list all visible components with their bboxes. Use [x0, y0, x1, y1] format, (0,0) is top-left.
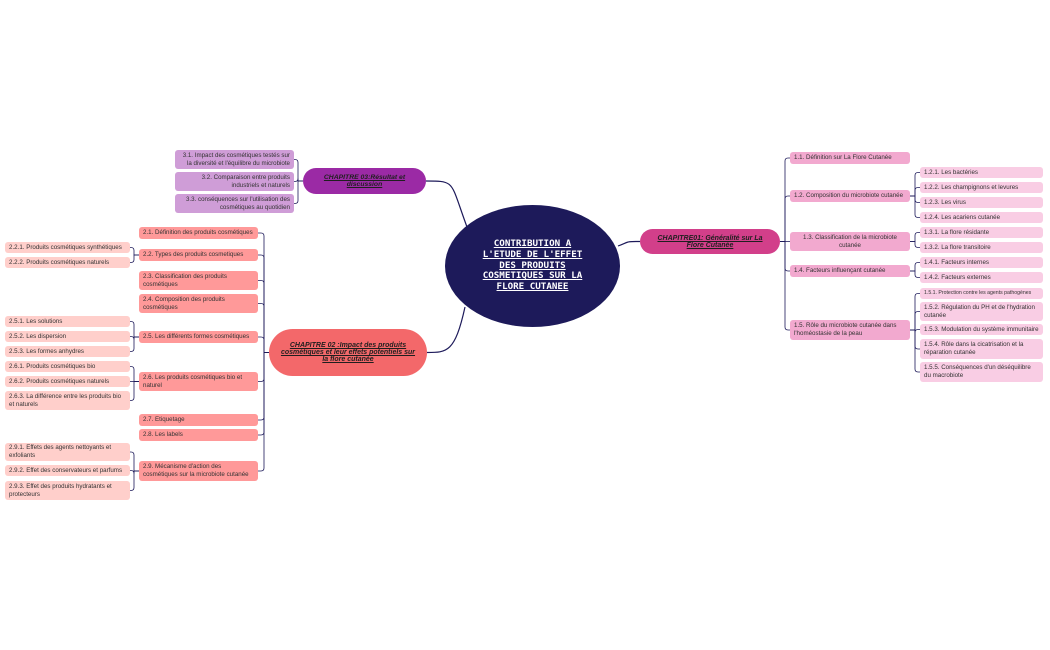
topic-1-4-1[interactable]: 1.4.1. Facteurs internes: [920, 257, 1043, 268]
connector-line-15: [910, 270, 920, 278]
topic-2-8[interactable]: 2.8. Les labels: [139, 429, 258, 441]
topic-3-3[interactable]: 3.3. conséquences sur l'utilisation des …: [175, 194, 294, 213]
connector-line-1: [426, 306, 466, 354]
topic-2-9[interactable]: 2.9. Mécanisme d'action des cosmétiques …: [139, 461, 258, 481]
connector-line-21: [258, 232, 269, 353]
connector-line-3: [780, 157, 790, 242]
connector-line-7: [780, 241, 790, 331]
topic-1-5[interactable]: 1.5. Rôle du microbiote cutanée dans l'h…: [790, 320, 910, 340]
topic-2-9-1[interactable]: 2.9.1. Effets des agents nettoyants et e…: [5, 443, 130, 461]
connector-line-32: [130, 321, 139, 338]
topic-1-5-1[interactable]: 1.5.1. Protection contre les agents path…: [920, 288, 1043, 299]
connector-line-42: [294, 178, 303, 182]
connector-line-0: [617, 240, 641, 247]
topic-2-2[interactable]: 2.2. Types des produits cosmetiques: [139, 249, 258, 261]
topic-1-2[interactable]: 1.2. Composition du microbiote cutanée: [790, 190, 910, 202]
connector-line-17: [910, 311, 920, 331]
chapter-2-topic[interactable]: CHAPITRE 02 :Impact des produits cosméti…: [269, 329, 427, 376]
topic-1-4[interactable]: 1.4. Facteurs influençant cutanée: [790, 265, 910, 277]
topic-2-6[interactable]: 2.6. Les produits cosmétiques bio et nat…: [139, 372, 258, 391]
connector-line-34: [130, 336, 139, 352]
topic-1-2-3[interactable]: 1.2.3. Les virus: [920, 197, 1043, 208]
topic-1-5-5[interactable]: 1.5.5. Conséquences d'un déséquilibre du…: [920, 362, 1043, 382]
connector-line-23: [258, 280, 269, 353]
chapter-2-label: CHAPITRE 02 :Impact des produits cosméti…: [280, 342, 416, 363]
topic-1-5-3[interactable]: 1.5.3. Modulation du système immunitaire: [920, 324, 1043, 335]
chapter-3-label: CHAPITRE 03:Résultat et discussion: [323, 174, 406, 188]
topic-2-2-1[interactable]: 2.2.1. Produits cosmétiques synthétiques: [5, 242, 130, 253]
topic-1-5-4[interactable]: 1.5.4. Rôle dans la cicatrisation et la …: [920, 339, 1043, 359]
topic-2-3[interactable]: 2.3. Classification des produits cosméti…: [139, 271, 258, 290]
topic-3-1[interactable]: 3.1. Impact des cosmétiques testés sur l…: [175, 150, 294, 169]
connector-line-43: [294, 180, 303, 204]
connector-line-37: [130, 381, 139, 401]
connector-line-26: [258, 352, 269, 382]
connector-line-25: [258, 336, 269, 353]
connector-line-29: [258, 352, 269, 472]
connector-line-9: [910, 187, 920, 197]
topic-2-5[interactable]: 2.5. Les différents formes cosmétiques: [139, 331, 258, 343]
connector-line-24: [258, 303, 269, 353]
connector-line-14: [910, 262, 920, 272]
topic-2-6-1[interactable]: 2.6.1. Produits cosmétiques bio: [5, 361, 130, 372]
topic-2-6-3[interactable]: 2.6.3. La différence entre les produits …: [5, 391, 130, 410]
connector-line-27: [258, 352, 269, 421]
connector-line-30: [130, 247, 139, 256]
chapter-1-label: CHAPITRE01: Généralité sur La Flore Cuta…: [657, 234, 763, 249]
connector-line-28: [258, 352, 269, 436]
topic-1-3-2[interactable]: 1.3.2. La flore transitoire: [920, 242, 1043, 253]
connector-line-16: [910, 293, 920, 331]
connector-line-35: [130, 366, 139, 382]
topic-2-2-2[interactable]: 2.2.2. Produits cosmétiques naturels: [5, 257, 130, 268]
connector-line-8: [910, 172, 920, 197]
connector-line-41: [294, 159, 303, 182]
central-topic[interactable]: CONTRIBUTION A L'ETUDE DE L'EFFET DES PR…: [445, 205, 620, 327]
chapter-3-topic[interactable]: CHAPITRE 03:Résultat et discussion: [303, 168, 426, 194]
connector-line-38: [130, 451, 139, 472]
connector-line-22: [258, 254, 269, 353]
topic-2-5-1[interactable]: 2.5.1. Les solutions: [5, 316, 130, 327]
central-topic-label: CONTRIBUTION A L'ETUDE DE L'EFFET DES PR…: [482, 237, 583, 293]
topic-3-2[interactable]: 3.2. Comparaison entre produits industri…: [175, 172, 294, 191]
connector-line-13: [910, 241, 920, 248]
topic-1-3-1[interactable]: 1.3.1. La flore résidante: [920, 227, 1043, 238]
topic-1-3[interactable]: 1.3. Classification de la microbiote cut…: [790, 232, 910, 251]
topic-2-9-2[interactable]: 2.9.2. Effet des conservateurs et parfum…: [5, 465, 130, 476]
topic-1-4-2[interactable]: 1.4.2. Facteurs externes: [920, 272, 1043, 283]
connector-line-2: [425, 180, 468, 228]
connector-line-40: [130, 470, 139, 491]
topic-2-5-2[interactable]: 2.5.2. Les dispersion: [5, 331, 130, 342]
topic-2-6-2[interactable]: 2.6.2. Produits cosmétiques naturels: [5, 376, 130, 387]
topic-2-4[interactable]: 2.4. Composition des produits cosmétique…: [139, 294, 258, 313]
topic-1-2-2[interactable]: 1.2.2. Les champignons et levures: [920, 182, 1043, 193]
connector-line-4: [780, 195, 790, 242]
topic-2-7[interactable]: 2.7. Etiquetage: [139, 414, 258, 426]
chapter-1-topic[interactable]: CHAPITRE01: Généralité sur La Flore Cuta…: [640, 229, 780, 254]
topic-2-9-3[interactable]: 2.9.3. Effet des produits hydratants et …: [5, 481, 130, 500]
topic-2-1[interactable]: 2.1. Définition des produits cosmétiques: [139, 227, 258, 239]
topic-1-5-2[interactable]: 1.5.2. Régulation du PH et de l'hydratio…: [920, 302, 1043, 321]
topic-1-1[interactable]: 1.1. Définition sur La Flore Cutanée: [790, 152, 910, 164]
topic-1-2-4[interactable]: 1.2.4. Les acariens cutanée: [920, 212, 1043, 223]
connector-line-20: [910, 329, 920, 373]
connector-line-11: [910, 195, 920, 218]
topic-2-5-3[interactable]: 2.5.3. Les formes anhydres: [5, 346, 130, 357]
connector-line-12: [910, 232, 920, 242]
topic-1-2-1[interactable]: 1.2.1. Les bactéries: [920, 167, 1043, 178]
connector-line-31: [130, 254, 139, 263]
